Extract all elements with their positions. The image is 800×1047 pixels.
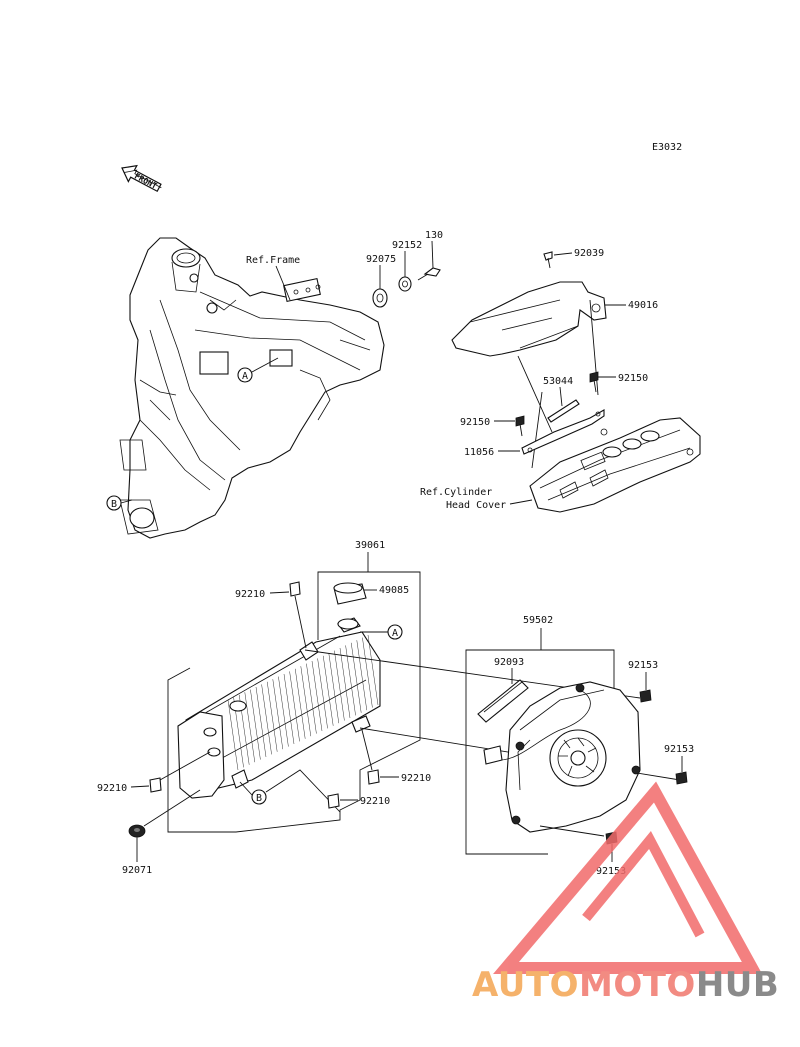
- watermark-logo-icon: [493, 781, 763, 974]
- ref-head-cover-label: Head Cover: [446, 500, 506, 511]
- grommet-92075: [372, 288, 388, 308]
- part-92153-bot: 92153: [596, 866, 626, 877]
- cylinder-head-cover: [529, 417, 701, 513]
- cover-49016: [451, 281, 607, 357]
- watermark-word-hub: HUB: [696, 965, 779, 1005]
- part-92150-right: 92150: [618, 373, 648, 384]
- watermark-word-auto: AUTO: [472, 965, 579, 1005]
- part-11056: 11056: [464, 447, 494, 458]
- nut-92210-low: [327, 793, 340, 809]
- part-49016: 49016: [628, 300, 658, 311]
- bolt-92153-top: [639, 689, 652, 703]
- part-53044: 53044: [543, 376, 573, 387]
- bracket-11056: [521, 409, 605, 455]
- rod-53044: [547, 399, 580, 423]
- part-92210-left: 92210: [97, 783, 127, 794]
- part-92153-mid: 92153: [664, 744, 694, 755]
- collar-92152: [398, 276, 412, 292]
- part-92152: 92152: [392, 240, 422, 251]
- part-92210-mid: 92210: [401, 773, 431, 784]
- part-92153-top: 92153: [628, 660, 658, 671]
- front-label: FRONT: [133, 172, 159, 191]
- bolt-130: [417, 267, 441, 281]
- front-arrow-icon: FRONT: [121, 164, 162, 193]
- svg-text:AUTOMOTOHUB: AUTOMOTOHUB: [472, 965, 779, 1005]
- bolt-92153-mid: [675, 771, 688, 785]
- part-92210-top: 92210: [235, 589, 265, 600]
- part-92075: 92075: [366, 254, 396, 265]
- marker-a-frame-label: A: [242, 371, 248, 382]
- part-39061: 39061: [355, 540, 385, 551]
- screw-92039: [543, 251, 553, 269]
- radiator-cap-49085: [333, 582, 367, 605]
- nut-92210-left: [149, 777, 162, 793]
- part-92039: 92039: [574, 248, 604, 259]
- nut-92210-mid: [367, 769, 380, 785]
- marker-a-radiator-label: A: [392, 628, 398, 639]
- bolt-92150-right: [589, 371, 599, 393]
- part-130: 130: [425, 230, 443, 241]
- part-92093: 92093: [494, 657, 524, 668]
- ref-cylinder-label: Ref.Cylinder: [420, 487, 492, 498]
- part-92071: 92071: [122, 865, 152, 876]
- part-59502: 59502: [523, 615, 553, 626]
- watermark-text: AUTOMOTOHUB: [472, 965, 779, 1005]
- fan-assembly: [483, 681, 641, 833]
- marker-b-radiator: [251, 789, 267, 805]
- watermark-word-moto: MOTO: [579, 965, 696, 1005]
- diagram-code: E3032: [652, 142, 682, 153]
- nut-92210-top: [289, 581, 301, 597]
- part-49085: 49085: [379, 585, 409, 596]
- part-92210-low: 92210: [360, 796, 390, 807]
- bracket-92093: [477, 679, 529, 723]
- marker-b-radiator-label: B: [256, 793, 262, 804]
- frame-drawing: [119, 237, 385, 539]
- grommet-92071: [128, 824, 146, 838]
- ref-frame-label: Ref.Frame: [246, 255, 300, 266]
- marker-a-frame: [237, 367, 253, 383]
- marker-b-frame-label: B: [111, 499, 117, 510]
- bolt-92150-left: [515, 415, 525, 437]
- radiator-core: [177, 617, 381, 799]
- part-92150-left: 92150: [460, 417, 490, 428]
